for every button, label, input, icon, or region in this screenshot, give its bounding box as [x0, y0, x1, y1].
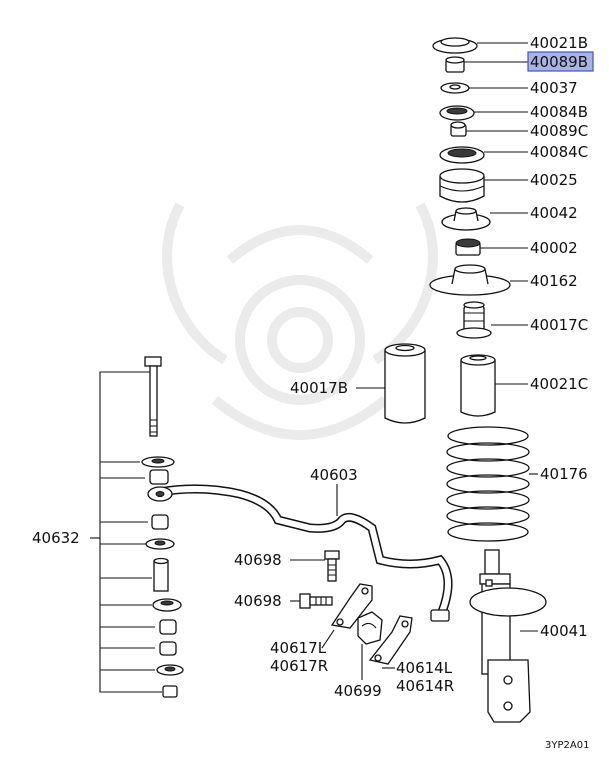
label-40041[interactable]: 40041 [540, 622, 588, 640]
part-40162-icon [429, 264, 511, 296]
label-40089C[interactable]: 40089C [530, 122, 588, 140]
label-40037[interactable]: 40037 [530, 79, 578, 97]
part-40042-icon [441, 207, 491, 231]
label-40021B[interactable]: 40021B [530, 34, 588, 52]
label-40603[interactable]: 40603 [310, 466, 358, 484]
watermark-emblem [162, 202, 438, 440]
part-40037-icon [440, 82, 470, 94]
label-40614L[interactable]: 40614L [396, 659, 453, 677]
label-40021C[interactable]: 40021C [530, 375, 588, 393]
part-40017C-icon [456, 301, 492, 339]
part-40084C-icon [439, 146, 485, 164]
label-40617R[interactable]: 40617R [270, 657, 328, 675]
part-40617-bracket-icon [330, 583, 373, 629]
part-40603-icon [147, 484, 453, 622]
part-40698-bolt-icon [324, 550, 340, 582]
part-40632-group [90, 356, 184, 698]
diagram-code: 3YP2A01 [545, 740, 589, 751]
part-40002-icon [455, 238, 481, 256]
label-40017B[interactable]: 40017B [290, 379, 348, 397]
part-40084B-icon [439, 105, 475, 121]
part-40089C-icon [450, 121, 467, 137]
part-40025-icon [439, 168, 485, 203]
label-40084C[interactable]: 40084C [530, 143, 588, 161]
highlight-box [527, 51, 594, 72]
part-40021B-icon [432, 37, 478, 54]
label-40699[interactable]: 40699 [334, 682, 382, 700]
label-40017C[interactable]: 40017C [530, 316, 588, 334]
label-40698-b[interactable]: 40698 [234, 592, 282, 610]
label-40176[interactable]: 40176 [540, 465, 588, 483]
label-40089B[interactable]: 40089B [530, 53, 588, 71]
part-40698-bolt2-icon [299, 593, 333, 609]
label-40162[interactable]: 40162 [530, 272, 578, 290]
part-40176-icon [446, 426, 530, 542]
part-40699-bushing-icon [357, 611, 383, 645]
label-40632[interactable]: 40632 [32, 529, 80, 547]
part-40089B-icon [445, 56, 465, 73]
label-40617L[interactable]: 40617L [270, 639, 327, 657]
label-40698-a[interactable]: 40698 [234, 551, 282, 569]
part-40614-bracket-icon [368, 615, 413, 665]
label-40614R[interactable]: 40614R [396, 677, 454, 695]
part-40021C-icon [460, 354, 496, 417]
label-40025[interactable]: 40025 [530, 171, 578, 189]
part-40017B-icon [384, 343, 426, 424]
part-40041-icon [469, 549, 547, 723]
label-40002[interactable]: 40002 [530, 239, 578, 257]
label-40084B[interactable]: 40084B [530, 103, 588, 121]
label-40042[interactable]: 40042 [530, 204, 578, 222]
